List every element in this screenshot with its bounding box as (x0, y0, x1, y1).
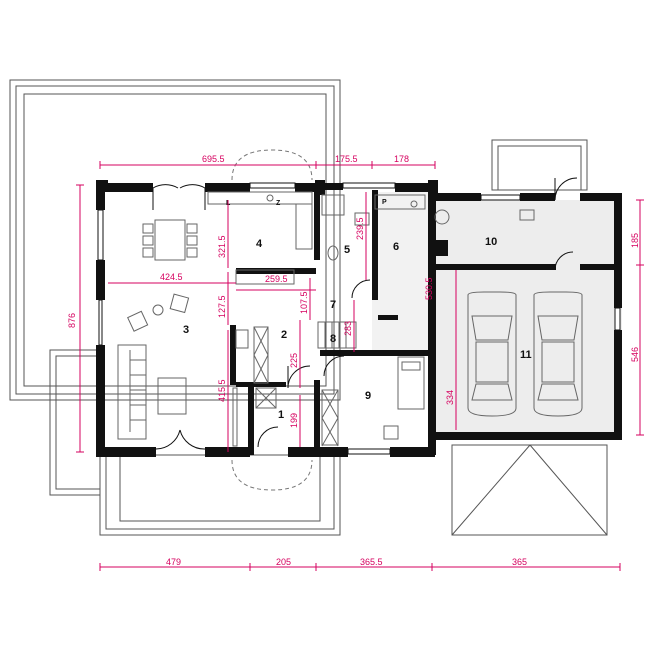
room-number-6: 6 (393, 241, 399, 253)
dim-107-5: 107.5 (299, 291, 309, 314)
dim-left-1: 876 (67, 313, 77, 328)
room-number-4: 4 (256, 238, 263, 250)
room-numbers: 1 2 3 4 5 6 7 8 9 10 11 (183, 236, 532, 421)
furniture (117, 191, 583, 447)
dim-bottom-4: 365 (512, 557, 527, 567)
room-number-3: 3 (183, 324, 189, 336)
room-number-7: 7 (330, 299, 336, 311)
room-number-9: 9 (365, 390, 371, 402)
dim-415-5: 415.5 (217, 379, 227, 402)
walls (96, 180, 622, 457)
driveway (451, 444, 608, 536)
dim-259-5: 259.5 (265, 274, 288, 284)
dim-top-1: 695.5 (202, 154, 225, 164)
dim-239-5: 239.5 (355, 217, 365, 240)
dim-225: 225 (289, 353, 299, 368)
room-number-5: 5 (344, 244, 350, 256)
dim-283: 283 (343, 321, 353, 336)
room-number-2: 2 (281, 329, 287, 341)
pantry-label: P (382, 199, 387, 206)
doors (152, 177, 578, 450)
kitchen-label-right: Z (276, 200, 281, 207)
windows (97, 182, 621, 455)
dim-top-2: 175.5 (335, 154, 358, 164)
dim-127-5: 127.5 (217, 295, 227, 318)
dim-321-5: 321.5 (217, 235, 227, 258)
dim-right-1: 185 (630, 233, 640, 248)
dim-334: 334 (445, 390, 455, 405)
roof-outline (9, 79, 341, 401)
dimension-texts: 695.5 175.5 178 479 205 365.5 365 876 18… (67, 154, 640, 567)
dim-bottom-3: 365.5 (360, 557, 383, 567)
room-number-8: 8 (330, 333, 336, 345)
hall-floor (372, 192, 428, 352)
room-number-11: 11 (520, 349, 532, 361)
dim-top-3: 178 (394, 154, 409, 164)
dim-424-5: 424.5 (160, 272, 183, 282)
terrace-bottom (99, 454, 341, 536)
dim-199: 199 (289, 413, 299, 428)
garage-floor (432, 200, 622, 432)
dim-530-5: 530.5 (424, 277, 434, 300)
dim-bottom-2: 205 (276, 557, 291, 567)
dimension-lines (76, 161, 644, 571)
room-number-1: 1 (278, 409, 284, 421)
entrance-canopy (491, 139, 588, 191)
terrace-left (49, 349, 101, 496)
dim-bottom-1: 479 (166, 557, 181, 567)
room-number-10: 10 (485, 236, 497, 248)
dim-right-2: 546 (630, 347, 640, 362)
